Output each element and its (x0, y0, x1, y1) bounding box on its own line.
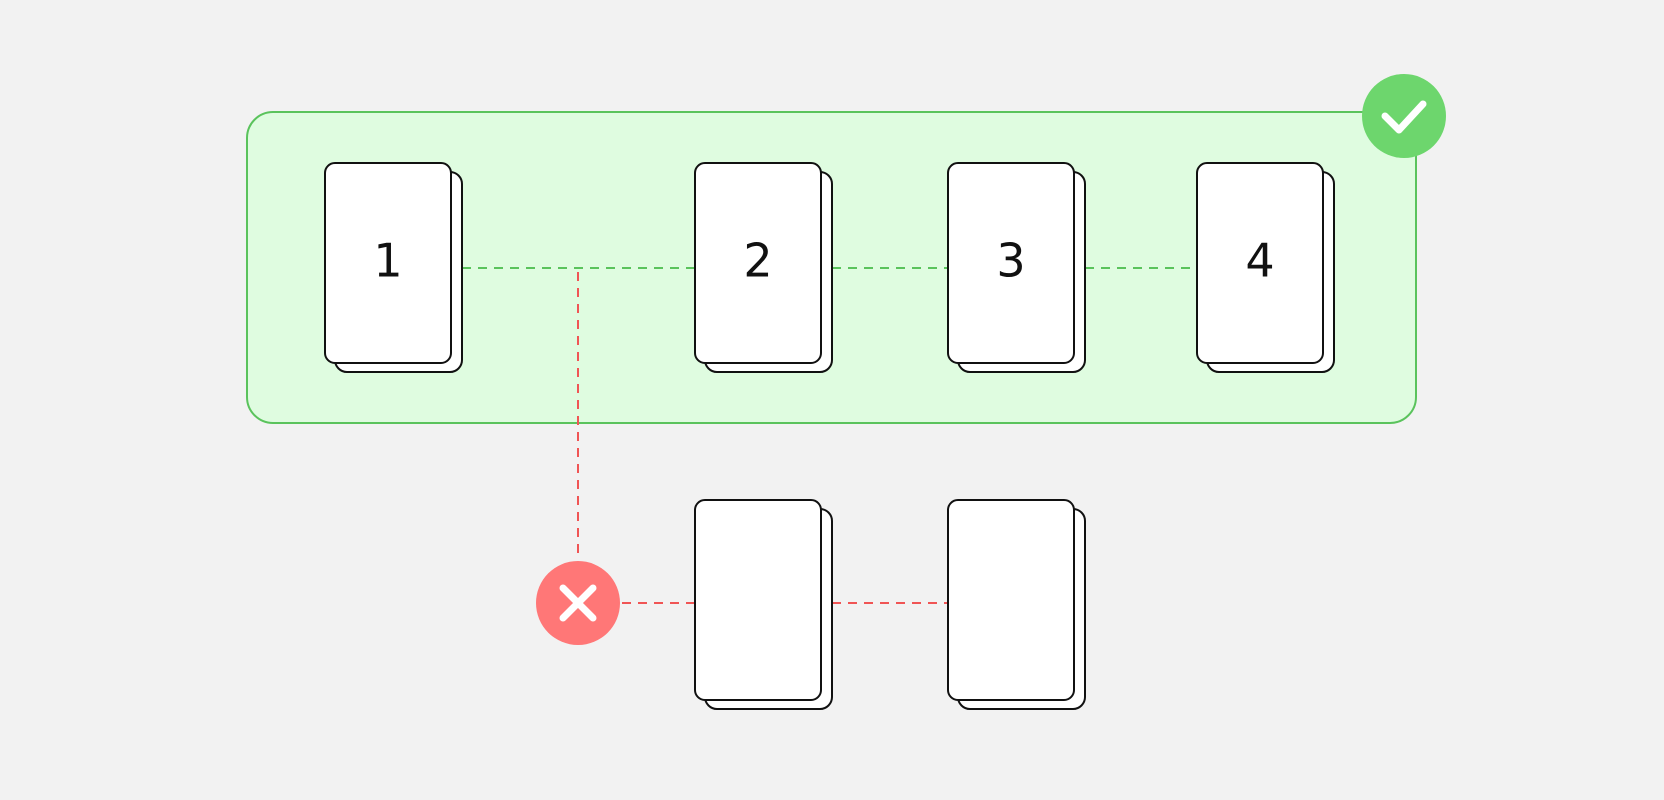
card-label: 3 (996, 234, 1025, 288)
card-label: 1 (373, 234, 402, 288)
cross-icon (559, 584, 597, 622)
invalid-connectors (577, 272, 948, 604)
badge-circle (1362, 74, 1446, 158)
document-stack-2: 2 (694, 162, 833, 373)
card-front-sheet (1196, 162, 1324, 364)
card-front-sheet (694, 499, 822, 701)
card-label: 4 (1245, 234, 1274, 288)
valid-status-badge (1362, 74, 1446, 158)
card-front-sheet (947, 162, 1075, 364)
card-front-sheet (947, 499, 1075, 701)
document-stack-1: 1 (324, 162, 463, 373)
document-stack-invalid-a (694, 499, 833, 710)
invalid-status-badge (536, 561, 620, 645)
card-label: 2 (743, 234, 772, 288)
card-front-sheet (324, 162, 452, 364)
document-stack-3: 3 (947, 162, 1086, 373)
check-icon (1381, 100, 1427, 134)
document-stack-4: 4 (1196, 162, 1335, 373)
document-stack-invalid-b (947, 499, 1086, 710)
card-front-sheet (694, 162, 822, 364)
